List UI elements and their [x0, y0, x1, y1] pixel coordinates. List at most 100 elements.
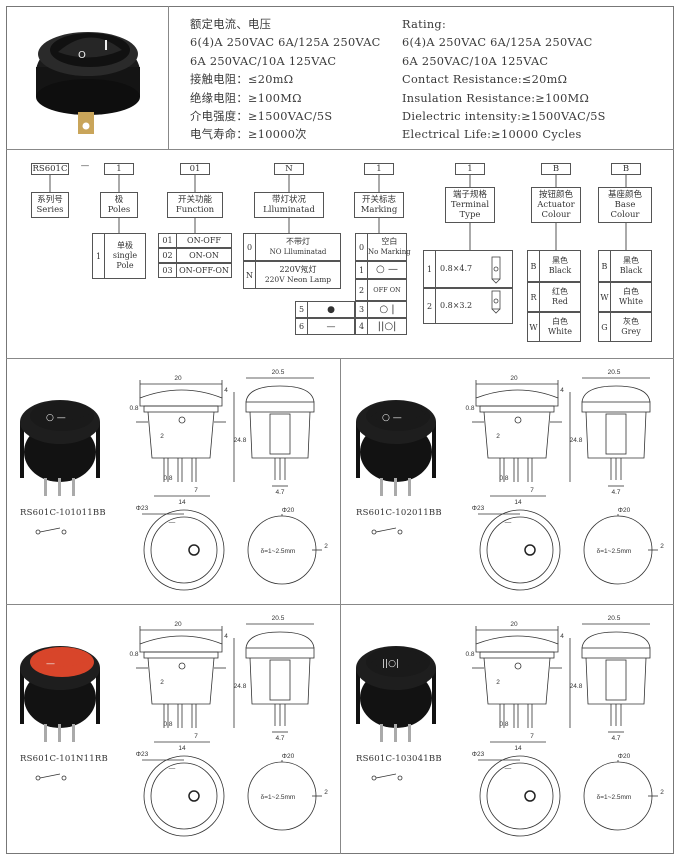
spec-line: 6A 250VAC/10A 125VAC: [190, 54, 337, 68]
model-panel: —: [12, 608, 332, 848]
option-en: No Marking: [368, 248, 411, 256]
divider: [168, 6, 169, 149]
dimension-label: 24.8: [570, 683, 583, 690]
dimension-label: 24.8: [234, 437, 247, 444]
option-key: R: [528, 283, 540, 311]
header-en: Marking: [360, 205, 398, 215]
dimension-label: δ=1~2.5mm: [597, 794, 632, 801]
header-base: 基座颜色 Base Colour: [598, 187, 652, 223]
header-series: 系列号 Series: [31, 192, 69, 218]
option-key: 1: [356, 262, 368, 278]
model-name: RS601C-101N11RB: [20, 754, 108, 764]
model-panel: ||○|: [348, 608, 668, 848]
marking-symbol: ||○|: [377, 320, 397, 332]
side-view: [136, 626, 235, 743]
marking-symbol: ||○|: [382, 659, 399, 669]
dimension-label: 4: [224, 387, 228, 394]
marking-symbol: —: [326, 321, 336, 332]
header-en: Poles: [107, 205, 131, 215]
dimension-label: 14: [514, 745, 522, 752]
front-view: [581, 377, 651, 487]
option-key: 1: [424, 251, 436, 287]
function-option: 03 ON-OFF-ON: [158, 263, 232, 278]
option-value: ON-OFF-ON: [179, 265, 229, 275]
option-en: Black: [548, 266, 572, 275]
svg-text:O: O: [78, 50, 86, 61]
bottom-view: [583, 760, 658, 831]
option-en: White: [619, 297, 643, 306]
spec-chinese: 额定电流、电压 6(4)A 250VAC 6A/125A 250VAC 6A 2…: [190, 16, 381, 145]
circuit-symbol: [371, 527, 403, 535]
divider: [6, 604, 674, 605]
svg-text:—: —: [169, 519, 176, 526]
model-drawing: ||○|: [356, 615, 664, 837]
spec-line: 接触电阻：≤20mΩ: [190, 73, 294, 87]
option-key: 6: [296, 319, 308, 334]
top-view: [142, 755, 225, 837]
dimension-label: 2: [160, 679, 164, 686]
dimension-label: 14: [514, 499, 522, 506]
terminal-option: 1 0.8×4.7: [423, 250, 513, 288]
dimension-label: 7: [530, 733, 534, 740]
marking-option: 1 ○ —: [355, 261, 407, 279]
code-marking: 1: [364, 163, 394, 175]
svg-text:—: —: [505, 519, 512, 526]
header-cn: 开关功能: [177, 195, 212, 205]
model-name: RS601C-101011BB: [20, 508, 106, 518]
header-cn: 端子规格: [452, 190, 487, 200]
header-lamp: 带灯状况 Llluminatad: [254, 192, 324, 218]
option-key: N: [244, 262, 256, 288]
dimension-label: Φ20: [618, 753, 631, 760]
option-cn: 灰色: [623, 317, 639, 326]
dimension-label: 0.8: [499, 475, 508, 482]
option-cn: 白色: [552, 317, 568, 326]
lamp-option: 0 不带灯 NO Llluminatad: [243, 233, 341, 261]
terminal-option: 2 0.8×3.2: [423, 288, 513, 324]
option-value: ON-ON: [189, 250, 219, 260]
marking-symbol: ○ —: [376, 264, 398, 275]
option-value: 空白 No Marking: [368, 237, 411, 257]
dimension-label: 0.8: [129, 405, 138, 412]
dimension-label: δ=1~2.5mm: [261, 548, 296, 555]
spec-line: 6A 250VAC/10A 125VAC: [402, 54, 549, 68]
spec-line: Contact Resistance:≤20mΩ: [402, 73, 568, 87]
option-key: 4: [356, 319, 368, 334]
model-name: RS601C-102011BB: [356, 508, 442, 518]
model-name: RS601C-103041BB: [356, 754, 442, 764]
spec-line: 6(4)A 250VAC 6A/125A 250VAC: [402, 36, 593, 50]
circuit-symbol: [35, 527, 67, 535]
function-option: 02 ON-ON: [158, 248, 232, 263]
marking-symbol: OFF ON: [373, 286, 401, 294]
code-dash: —: [80, 161, 90, 171]
dimension-label: 14: [178, 745, 186, 752]
dimension-label: 2: [660, 789, 664, 796]
option-en: Black: [619, 266, 643, 275]
front-view: [581, 623, 651, 733]
spec-line: 额定电流、电压: [190, 18, 272, 31]
model-drawing: ○ —: [20, 369, 328, 591]
marking-symbol: ○ —: [46, 413, 66, 423]
front-view: [245, 623, 315, 733]
header-cn: 基座颜色: [607, 190, 642, 200]
bottom-view: [247, 760, 322, 831]
dimension-label: 20: [174, 375, 182, 382]
header-cn: 按钮颜色: [538, 190, 573, 200]
top-view: [478, 755, 561, 837]
dimension-label: 0.8: [129, 651, 138, 658]
divider: [340, 358, 341, 854]
header-function: 开关功能 Function: [167, 192, 223, 218]
dimension-label: 7: [194, 487, 198, 494]
option-key: 02: [159, 249, 177, 262]
dimension-label: 2: [660, 543, 664, 550]
option-value: ON-OFF: [187, 235, 221, 245]
code-lamp: N: [274, 163, 304, 175]
model-photo: ○ —: [20, 400, 100, 496]
dimension-label: 24.8: [570, 437, 583, 444]
svg-text:—: —: [505, 765, 512, 772]
header-connectors: [118, 218, 627, 250]
